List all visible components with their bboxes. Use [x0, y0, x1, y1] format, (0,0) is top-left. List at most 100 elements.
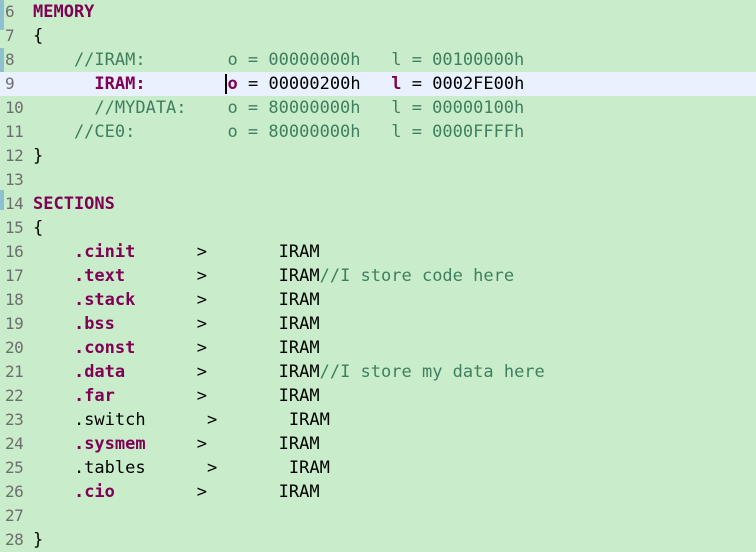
line-number: 6 [5, 2, 15, 21]
code-keyword: SECTIONS [33, 194, 115, 214]
code-keyword: .data [73, 362, 126, 382]
code-text[interactable]: { [33, 216, 43, 240]
code-line[interactable]: 6 MEMORY [0, 0, 756, 24]
line-number: 28 [5, 530, 24, 549]
code-keyword: o [227, 74, 238, 94]
code-token: = 0002FE00h [401, 74, 525, 94]
code-text[interactable]: } [33, 528, 43, 552]
code-token [33, 482, 74, 502]
code-token [146, 74, 228, 94]
code-line[interactable]: 10 //MYDATA: o = 80000000h l = 00000100h [0, 96, 756, 120]
line-number: 23 [5, 410, 24, 429]
code-line[interactable]: 24 .sysmem > IRAM [0, 432, 756, 456]
code-text[interactable]: { [33, 24, 43, 48]
line-number: 14 [5, 194, 24, 213]
code-token: = 00000200h [237, 74, 392, 94]
line-number: 13 [5, 170, 24, 189]
line-number: 15 [5, 218, 24, 237]
code-keyword: .cinit [73, 242, 136, 262]
code-text[interactable]: .cinit > IRAM [33, 240, 320, 264]
line-number: 27 [5, 506, 24, 525]
code-line[interactable]: 26 .cio > IRAM [0, 480, 756, 504]
code-text[interactable]: .cio > IRAM [33, 480, 320, 504]
code-text[interactable]: .bss > IRAM [33, 312, 320, 336]
code-text[interactable]: .sysmem > IRAM [33, 432, 320, 456]
line-number: 9 [5, 74, 15, 93]
code-line[interactable]: 16 .cinit > IRAM [0, 240, 756, 264]
code-token [33, 242, 74, 262]
line-number: 12 [5, 146, 24, 165]
line-number: 22 [5, 386, 24, 405]
code-text[interactable]: .switch > IRAM [33, 408, 330, 432]
code-line[interactable]: 9 IRAM: o = 00000200h l = 0002FE00h [0, 72, 756, 96]
code-comment: //IRAM: o = 00000000h l = 00100000h [33, 50, 525, 70]
code-keyword: MEMORY [33, 2, 95, 22]
code-comment: //I store code here [319, 266, 515, 286]
code-token [33, 314, 74, 334]
code-line[interactable]: 20 .const > IRAM [0, 336, 756, 360]
code-token [33, 266, 74, 286]
code-text[interactable]: .stack > IRAM [33, 288, 320, 312]
line-number: 17 [5, 266, 24, 285]
code-line[interactable]: 11 //CE0: o = 80000000h l = 0000FFFFh [0, 120, 756, 144]
code-token [33, 434, 74, 454]
code-token: } [33, 146, 44, 166]
ruler-marker[interactable] [0, 190, 4, 210]
code-text[interactable]: .far > IRAM [33, 384, 320, 408]
code-line[interactable]: 28} [0, 528, 756, 552]
code-text[interactable]: //MYDATA: o = 80000000h l = 00000100h [33, 96, 524, 120]
code-text[interactable]: IRAM: o = 00000200h l = 0002FE00h [33, 72, 524, 96]
code-keyword: .text [73, 266, 126, 286]
code-text[interactable]: .tables > IRAM [33, 456, 330, 480]
code-line[interactable]: 7{ [0, 24, 756, 48]
code-text[interactable]: .const > IRAM [33, 336, 320, 360]
code-token: > IRAM [114, 482, 320, 502]
code-line[interactable]: 27 [0, 504, 756, 528]
line-number: 10 [5, 98, 24, 117]
line-number: 7 [5, 26, 15, 45]
code-line[interactable]: 25 .tables > IRAM [0, 456, 756, 480]
code-text[interactable]: .data > IRAM//I store my data here [33, 360, 545, 384]
line-number: 16 [5, 242, 24, 261]
code-line[interactable]: 15 { [0, 216, 756, 240]
code-token: > IRAM [145, 434, 320, 454]
code-comment: //MYDATA: o = 80000000h l = 00000100h [33, 98, 525, 118]
code-line[interactable]: 18 .stack > IRAM [0, 288, 756, 312]
code-token: > IRAM [135, 290, 320, 310]
code-token [33, 386, 74, 406]
code-token: > IRAM [125, 362, 320, 382]
code-text[interactable]: //CE0: o = 80000000h l = 0000FFFFh [33, 120, 524, 144]
code-token [33, 338, 74, 358]
text-caret [225, 74, 227, 94]
code-line[interactable]: 14 SECTIONS [0, 192, 756, 216]
code-keyword: .cio [73, 482, 115, 502]
code-keyword: .bss [73, 314, 115, 334]
code-keyword: .stack [73, 290, 136, 310]
line-number: 18 [5, 290, 24, 309]
code-keyword: l [391, 74, 402, 94]
code-keyword: IRAM: [94, 74, 146, 94]
code-token: { [33, 26, 44, 46]
code-text[interactable]: MEMORY [33, 0, 94, 24]
code-line[interactable]: 21 .data > IRAM//I store my data here [0, 360, 756, 384]
code-token: > IRAM [114, 386, 320, 406]
code-text[interactable]: .text > IRAM//I store code here [33, 264, 514, 288]
code-text[interactable]: SECTIONS [33, 192, 115, 216]
code-line[interactable]: 19 .bss > IRAM [0, 312, 756, 336]
line-number: 11 [5, 122, 24, 141]
code-text[interactable]: //IRAM: o = 00000000h l = 00100000h [33, 48, 524, 72]
line-number: 8 [5, 50, 15, 69]
code-line[interactable]: 22 .far > IRAM [0, 384, 756, 408]
code-line[interactable]: 12} [0, 144, 756, 168]
code-token: { [33, 218, 44, 238]
code-token: > IRAM [135, 338, 320, 358]
ruler-marker[interactable] [0, 0, 4, 30]
code-line[interactable]: 13 [0, 168, 756, 192]
code-token: > IRAM [114, 314, 320, 334]
code-line[interactable]: 17 .text > IRAM//I store code here [0, 264, 756, 288]
code-token [33, 362, 74, 382]
code-line[interactable]: 8 //IRAM: o = 00000000h l = 00100000h [0, 48, 756, 72]
code-text[interactable]: } [33, 144, 43, 168]
code-line[interactable]: 23 .switch > IRAM [0, 408, 756, 432]
